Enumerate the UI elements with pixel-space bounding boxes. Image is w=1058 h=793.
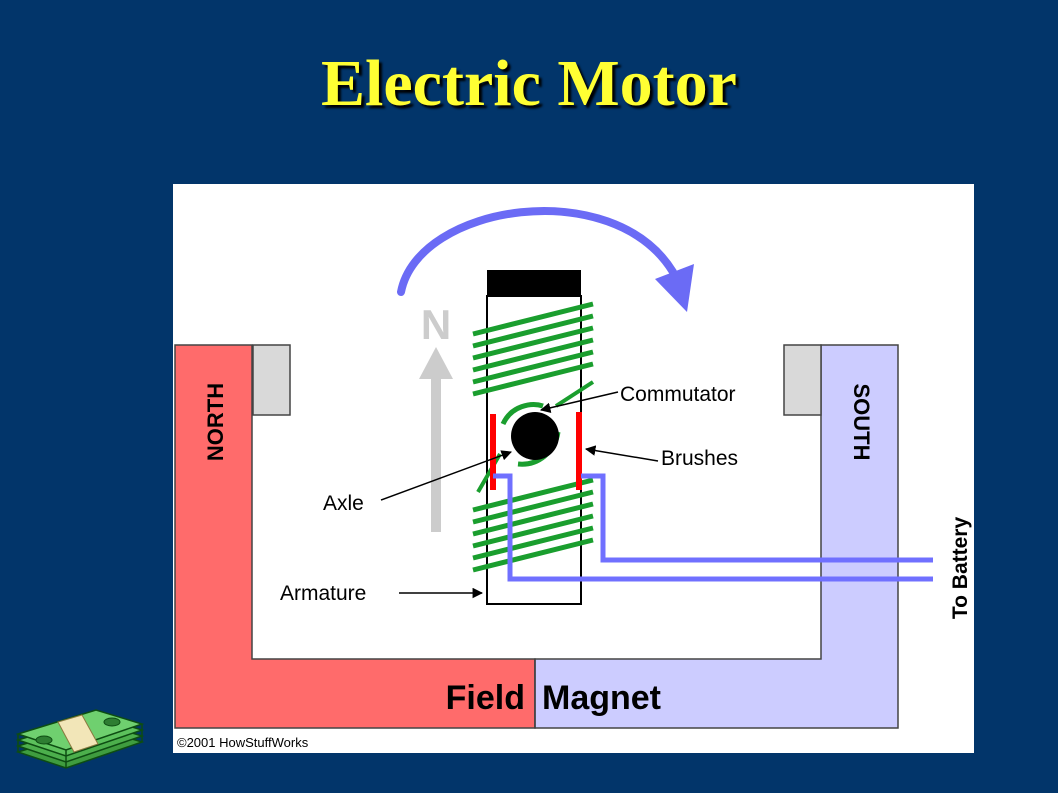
south-pole-shoe bbox=[783, 344, 822, 416]
motor-diagram-svg: N bbox=[174, 207, 972, 750]
n-pole-label: N bbox=[421, 301, 451, 348]
commutator-label: Commutator bbox=[620, 383, 736, 406]
axle bbox=[511, 412, 559, 460]
rotation-arrow-head bbox=[655, 264, 694, 312]
brushes-leader bbox=[584, 445, 659, 462]
slide-title: Electric Motor bbox=[321, 47, 737, 120]
field-label: Field bbox=[446, 679, 525, 717]
north-pole-shoe bbox=[252, 344, 291, 416]
lower-coil bbox=[472, 477, 594, 573]
armature-label: Armature bbox=[280, 582, 366, 605]
left-brush bbox=[490, 414, 496, 490]
north-magnet bbox=[174, 344, 536, 729]
axle-label: Axle bbox=[323, 492, 364, 515]
to-battery-label: To Battery bbox=[949, 517, 972, 620]
commutator bbox=[500, 402, 544, 426]
up-arrow-icon bbox=[431, 374, 441, 532]
commutator-leader bbox=[539, 391, 619, 413]
magnet-label: Magnet bbox=[542, 679, 661, 717]
north-label: NORTH bbox=[203, 383, 228, 461]
south-label: SOUTH bbox=[849, 384, 874, 461]
rotation-arrow-icon bbox=[397, 207, 677, 296]
brushes-label: Brushes bbox=[661, 447, 738, 470]
armature-core-top bbox=[487, 270, 581, 296]
copyright-label: ©2001 HowStuffWorks bbox=[177, 735, 309, 750]
right-brush bbox=[576, 412, 582, 490]
battery-wires bbox=[493, 473, 933, 582]
axle-leader bbox=[380, 450, 512, 501]
motor-diagram: N bbox=[173, 184, 974, 753]
upper-coil bbox=[472, 301, 594, 397]
money-stack-icon bbox=[15, 709, 145, 769]
